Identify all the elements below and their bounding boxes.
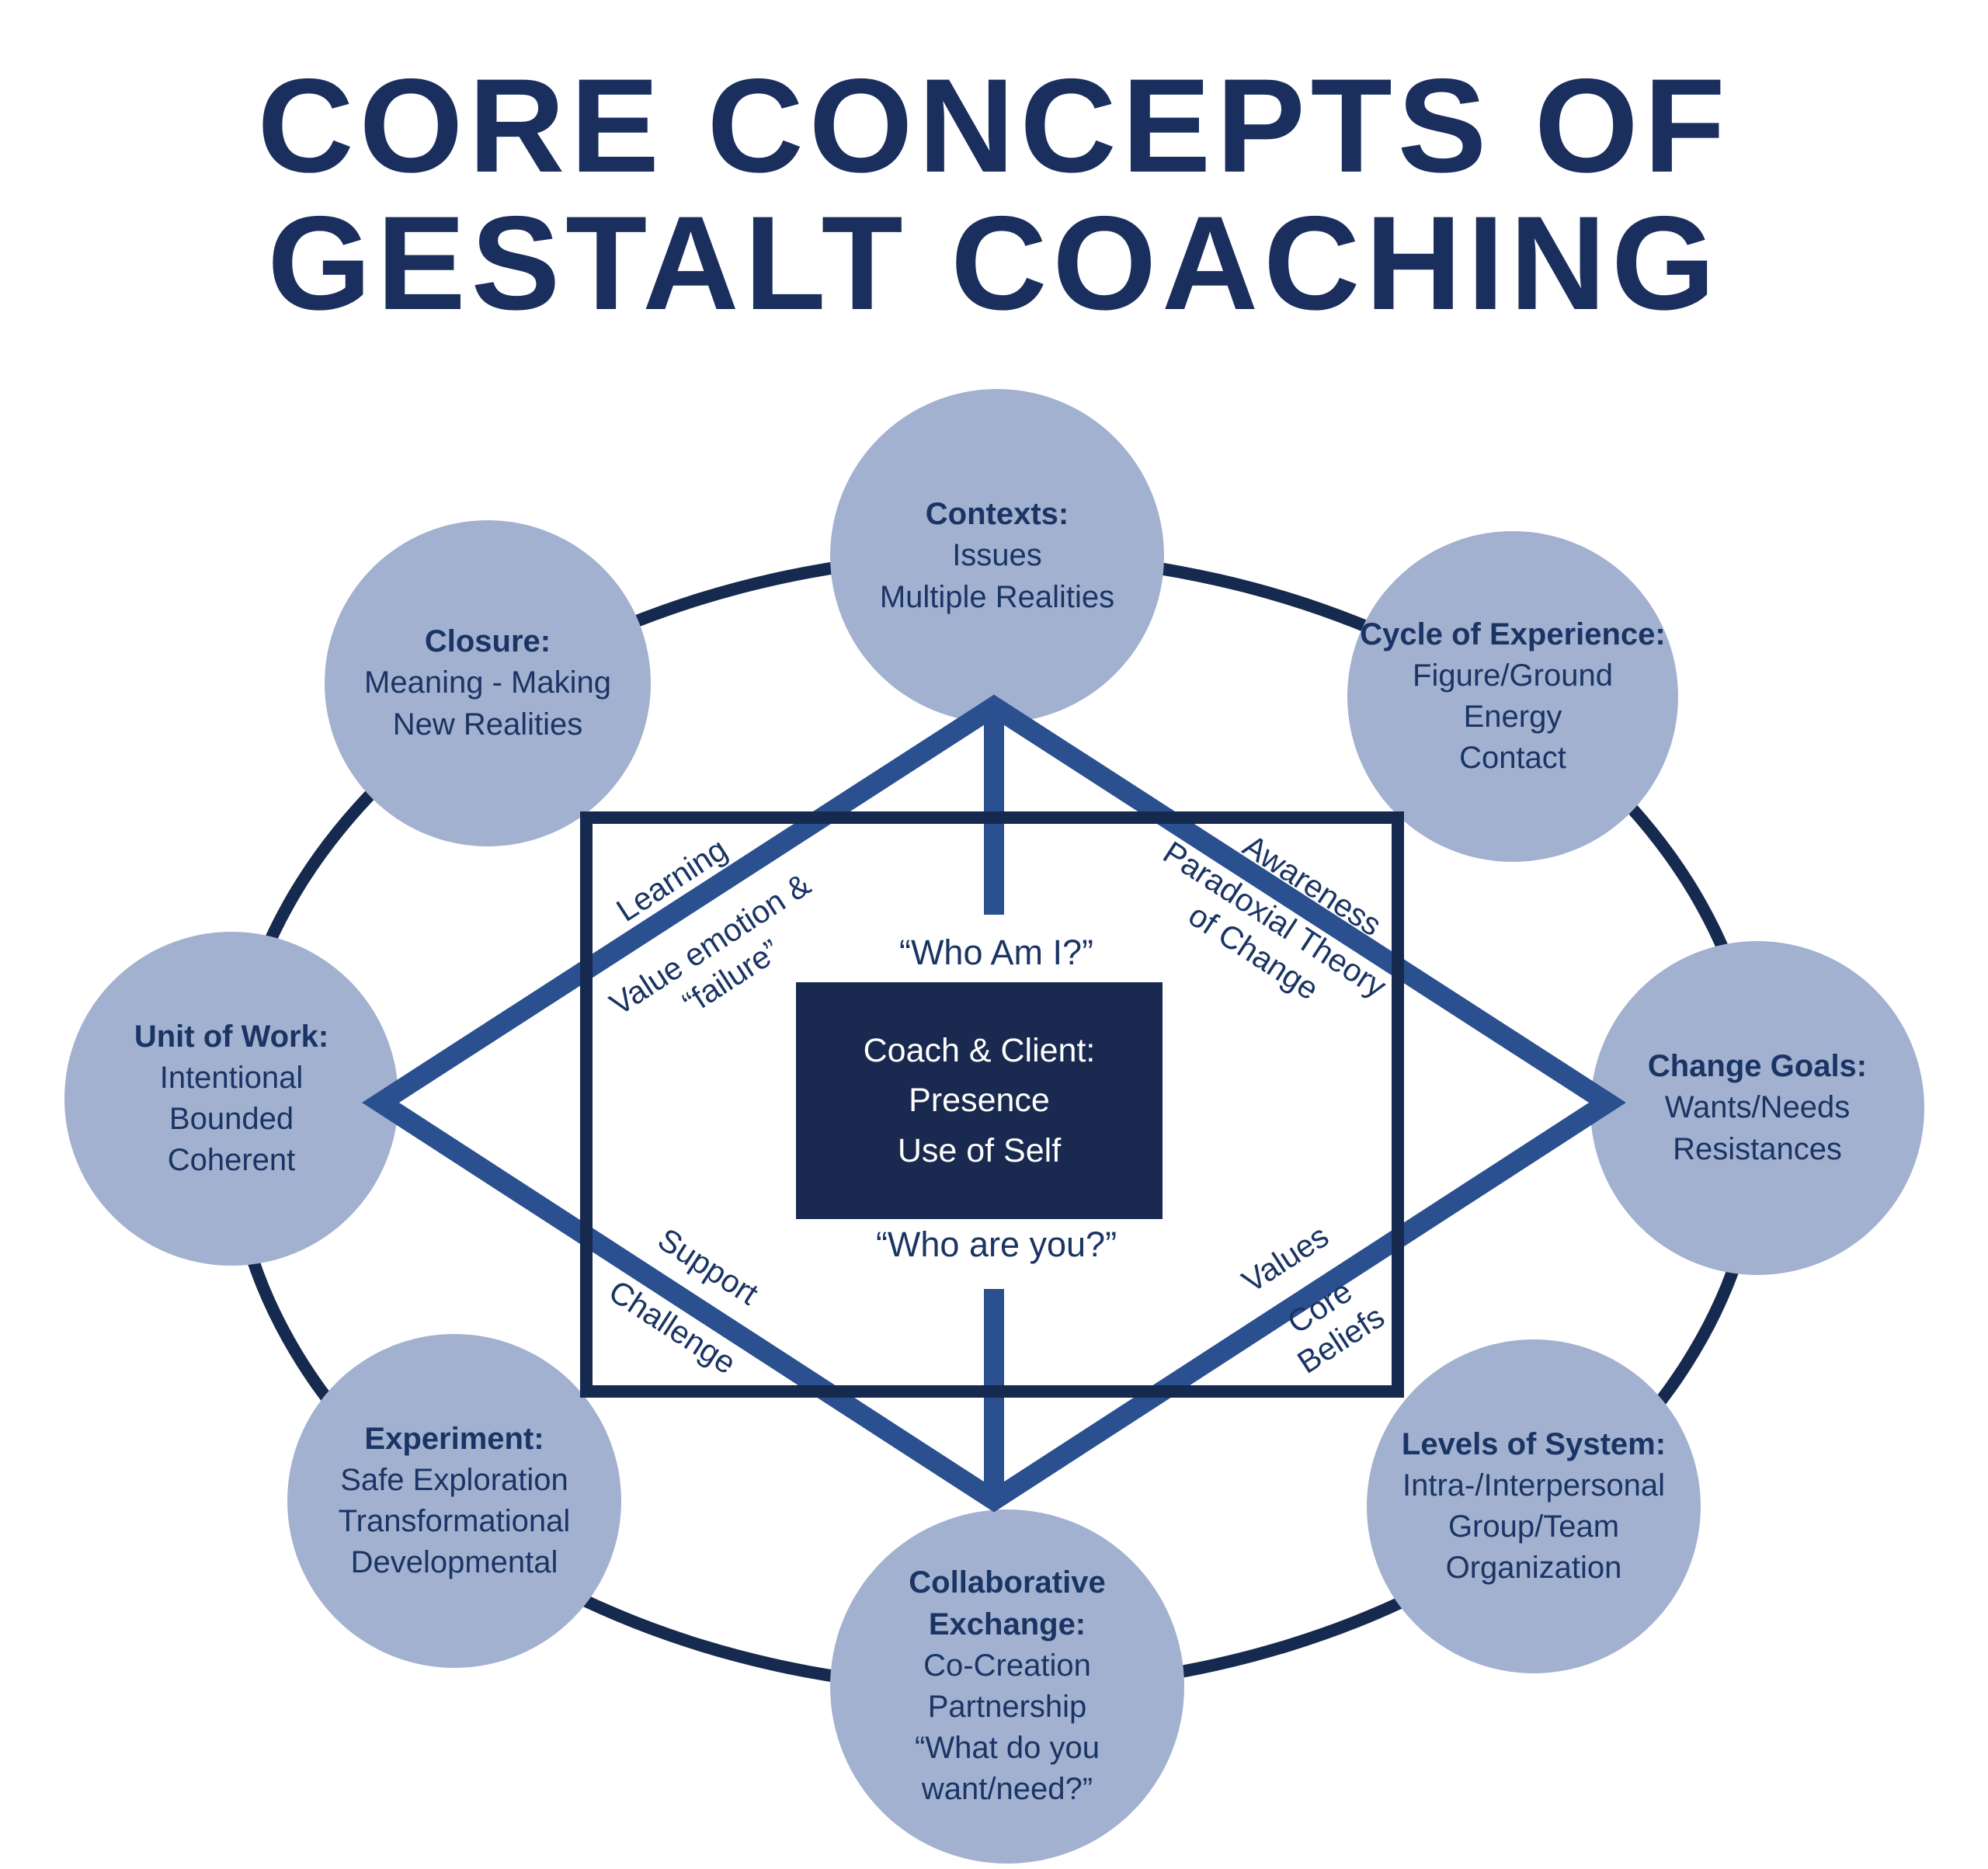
circle-experiment: Experiment: Safe Exploration Transformat… [287, 1334, 621, 1668]
circle-line: Meaning - Making [364, 665, 611, 700]
circle-line: Resistances [1673, 1131, 1842, 1166]
circle-line: “What do you [915, 1731, 1100, 1766]
circle-line: Intentional [159, 1060, 304, 1095]
circle-line: Safe Exploration [340, 1462, 568, 1497]
circle-line: Contact [1459, 741, 1566, 776]
circle-line: Bounded [169, 1102, 294, 1136]
circle-heading: Closure: [424, 624, 551, 659]
coach-client-line: Use of Self [897, 1131, 1062, 1169]
circle-heading: Collaborative [909, 1565, 1106, 1600]
circle-line: Group/Team [1448, 1509, 1620, 1544]
circle-collaborative-exchange: Collaborative Exchange: Co-Creation Part… [830, 1509, 1184, 1864]
question-who-am-i: “Who Am I?” [898, 933, 1094, 972]
circle-unit-of-work: Unit of Work: Intentional Bounded Cohere… [64, 932, 398, 1266]
circle-line: Organization [1445, 1551, 1622, 1586]
circle-line: Transformational [338, 1504, 571, 1538]
circle-line: Intra-/Interpersonal [1402, 1468, 1665, 1502]
circle-heading: Change Goals: [1647, 1049, 1868, 1084]
circle-change-goals: Change Goals: Wants/Needs Resistances [1590, 941, 1924, 1275]
circle-cycle-of-experience: Cycle of Experience: Figure/Ground Energ… [1347, 531, 1678, 862]
circle-heading: Unit of Work: [134, 1019, 329, 1054]
circle-line: Coherent [167, 1143, 296, 1178]
circle-heading: Exchange: [928, 1607, 1086, 1641]
circle-line: Issues [952, 538, 1042, 573]
coach-client-box: Coach & Client: Presence Use of Self [796, 982, 1163, 1219]
coach-client-line: Presence [909, 1082, 1050, 1120]
circle-heading: Experiment: [364, 1421, 544, 1456]
circle-line: want/need?” [921, 1772, 1093, 1807]
circle-levels-of-system: Levels of System: Intra-/Interpersonal G… [1367, 1339, 1701, 1673]
circle-line: New Realities [392, 707, 583, 742]
circle-line: Developmental [350, 1545, 558, 1580]
circle-line: Wants/Needs [1664, 1090, 1851, 1125]
circle-heading: Cycle of Experience: [1360, 617, 1666, 651]
coach-client-line: Coach & Client: [863, 1031, 1096, 1069]
page-title: CORE CONCEPTS OF GESTALT COACHING [0, 57, 1988, 332]
circle-heading: Levels of System: [1401, 1426, 1667, 1461]
circle-line: Energy [1463, 700, 1562, 734]
circle-closure: Closure: Meaning - Making New Realities [325, 520, 651, 846]
circle-line: Figure/Ground [1413, 658, 1613, 693]
inner-rectangle [580, 811, 1404, 1398]
circle-line: Partnership [927, 1690, 1087, 1724]
circle-line: Multiple Realities [879, 579, 1115, 614]
page-title-line1: CORE CONCEPTS OF [257, 51, 1731, 200]
circle-heading: Contexts: [925, 497, 1069, 532]
circle-line: Co-Creation [923, 1648, 1091, 1683]
page-title-line2: GESTALT COACHING [267, 189, 1721, 339]
circle-contexts: Contexts: Issues Multiple Realities [830, 389, 1164, 723]
question-who-are-you: “Who are you?” [875, 1225, 1117, 1264]
